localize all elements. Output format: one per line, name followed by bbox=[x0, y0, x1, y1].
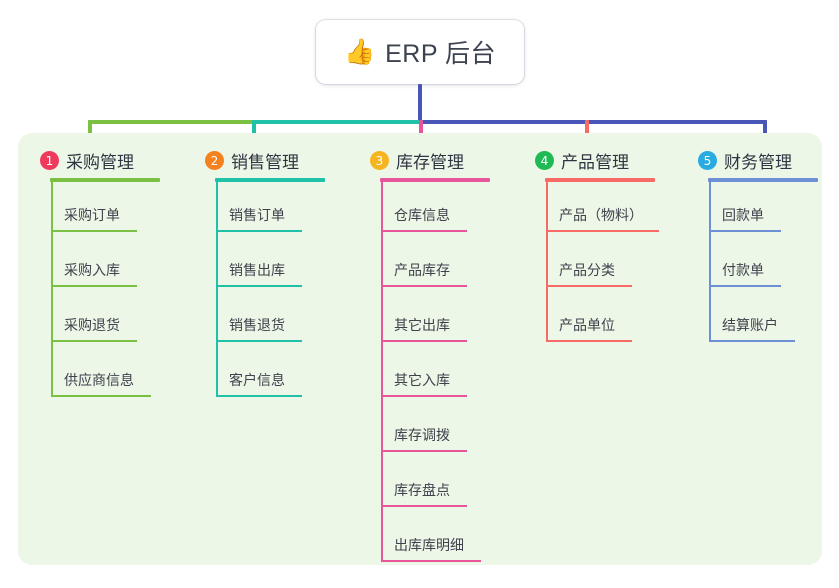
leaf-item-underline bbox=[216, 230, 302, 232]
leaf-item-underline bbox=[381, 395, 467, 397]
leaf-item-label: 采购退货 bbox=[64, 317, 120, 333]
leaf-item-4[interactable]: 供应商信息 bbox=[51, 367, 151, 397]
bus-segment-teal bbox=[252, 120, 420, 124]
branch-title: 采购管理 bbox=[66, 153, 134, 172]
leaf-item-6[interactable]: 库存盘点 bbox=[381, 477, 467, 507]
leaf-item-3[interactable]: 销售退货 bbox=[216, 312, 302, 342]
branch-header-2[interactable]: 2 销售管理 bbox=[205, 148, 299, 173]
leaf-item-label: 回款单 bbox=[722, 207, 764, 223]
branch-spine bbox=[381, 178, 383, 562]
leaf-item-label: 销售退货 bbox=[229, 317, 285, 333]
leaf-item-label: 其它入库 bbox=[394, 372, 450, 388]
leaf-item-4[interactable]: 客户信息 bbox=[216, 367, 302, 397]
branch-underline bbox=[708, 178, 818, 182]
branch-spine bbox=[51, 178, 53, 397]
leaf-item-7[interactable]: 出库库明细 bbox=[381, 532, 481, 562]
branch-title: 库存管理 bbox=[396, 153, 464, 172]
leaf-item-underline bbox=[381, 505, 467, 507]
branch-underline bbox=[380, 178, 490, 182]
branch-header-3[interactable]: 3 库存管理 bbox=[370, 148, 464, 173]
leaf-item-label: 供应商信息 bbox=[64, 372, 134, 388]
leaf-item-label: 库存盘点 bbox=[394, 482, 450, 498]
leaf-item-underline bbox=[216, 395, 302, 397]
branch-header-5[interactable]: 5 财务管理 bbox=[698, 148, 792, 173]
leaf-item-2[interactable]: 销售出库 bbox=[216, 257, 302, 287]
branch-number-badge: 2 bbox=[205, 151, 224, 170]
branch-number-badge: 5 bbox=[698, 151, 717, 170]
leaf-item-underline bbox=[381, 560, 481, 562]
leaf-item-1[interactable]: 回款单 bbox=[709, 202, 781, 232]
leaf-item-underline bbox=[381, 340, 467, 342]
branch-number-badge: 3 bbox=[370, 151, 389, 170]
leaf-item-label: 销售订单 bbox=[229, 207, 285, 223]
leaf-item-3[interactable]: 结算账户 bbox=[709, 312, 795, 342]
leaf-item-1[interactable]: 产品（物料） bbox=[546, 202, 659, 232]
leaf-item-label: 产品分类 bbox=[559, 262, 615, 278]
leaf-item-underline bbox=[216, 340, 302, 342]
leaf-item-underline bbox=[216, 285, 302, 287]
branch-header-1[interactable]: 1 采购管理 bbox=[40, 148, 134, 173]
bus-segment-green bbox=[88, 120, 253, 124]
branch-underline bbox=[50, 178, 160, 182]
leaf-item-label: 库存调拨 bbox=[394, 427, 450, 443]
branch-number-badge: 1 bbox=[40, 151, 59, 170]
thumbs-up-icon: 👍 bbox=[343, 37, 376, 66]
leaf-item-underline bbox=[709, 340, 795, 342]
leaf-item-label: 销售出库 bbox=[229, 262, 285, 278]
root-node-label: ERP 后台 bbox=[385, 40, 497, 68]
leaf-item-underline bbox=[51, 230, 137, 232]
leaf-item-label: 产品单位 bbox=[559, 317, 615, 333]
leaf-item-4[interactable]: 其它入库 bbox=[381, 367, 467, 397]
branch-title: 销售管理 bbox=[231, 153, 299, 172]
leaf-item-1[interactable]: 仓库信息 bbox=[381, 202, 467, 232]
leaf-item-label: 客户信息 bbox=[229, 372, 285, 388]
leaf-item-underline bbox=[51, 395, 151, 397]
leaf-item-underline bbox=[546, 340, 632, 342]
branch-spine bbox=[546, 178, 548, 342]
leaf-item-underline bbox=[709, 230, 781, 232]
trunk-connector bbox=[418, 84, 422, 124]
root-node[interactable]: 👍 ERP 后台 bbox=[316, 20, 524, 84]
leaf-item-underline bbox=[381, 230, 467, 232]
leaf-item-2[interactable]: 采购入库 bbox=[51, 257, 137, 287]
leaf-item-label: 仓库信息 bbox=[394, 207, 450, 223]
leaf-item-underline bbox=[381, 450, 467, 452]
branch-header-4[interactable]: 4 产品管理 bbox=[535, 148, 629, 173]
branch-underline bbox=[545, 178, 655, 182]
leaf-item-2[interactable]: 产品库存 bbox=[381, 257, 467, 287]
leaf-item-1[interactable]: 销售订单 bbox=[216, 202, 302, 232]
leaf-item-underline bbox=[546, 285, 632, 287]
leaf-item-label: 采购入库 bbox=[64, 262, 120, 278]
leaf-item-5[interactable]: 库存调拨 bbox=[381, 422, 467, 452]
leaf-item-label: 其它出库 bbox=[394, 317, 450, 333]
leaf-item-3[interactable]: 产品单位 bbox=[546, 312, 632, 342]
branch-underline bbox=[215, 178, 325, 182]
leaf-item-label: 结算账户 bbox=[722, 317, 778, 333]
leaf-item-label: 采购订单 bbox=[64, 207, 120, 223]
bus-segment-blue bbox=[419, 120, 767, 124]
leaf-item-label: 产品（物料） bbox=[559, 207, 643, 223]
leaf-item-2[interactable]: 产品分类 bbox=[546, 257, 632, 287]
leaf-item-underline bbox=[381, 285, 467, 287]
branch-title: 产品管理 bbox=[561, 153, 629, 172]
branch-spine bbox=[216, 178, 218, 397]
branch-spine bbox=[709, 178, 711, 342]
leaf-item-underline bbox=[546, 230, 659, 232]
leaf-item-3[interactable]: 其它出库 bbox=[381, 312, 467, 342]
leaf-item-label: 产品库存 bbox=[394, 262, 450, 278]
branch-number-badge: 4 bbox=[535, 151, 554, 170]
leaf-item-label: 出库库明细 bbox=[394, 537, 464, 553]
leaf-item-3[interactable]: 采购退货 bbox=[51, 312, 137, 342]
leaf-item-label: 付款单 bbox=[722, 262, 764, 278]
leaf-item-underline bbox=[51, 340, 137, 342]
leaf-item-underline bbox=[51, 285, 137, 287]
leaf-item-2[interactable]: 付款单 bbox=[709, 257, 781, 287]
branch-title: 财务管理 bbox=[724, 153, 792, 172]
leaf-item-underline bbox=[709, 285, 781, 287]
branches-panel bbox=[18, 133, 822, 565]
leaf-item-1[interactable]: 采购订单 bbox=[51, 202, 137, 232]
